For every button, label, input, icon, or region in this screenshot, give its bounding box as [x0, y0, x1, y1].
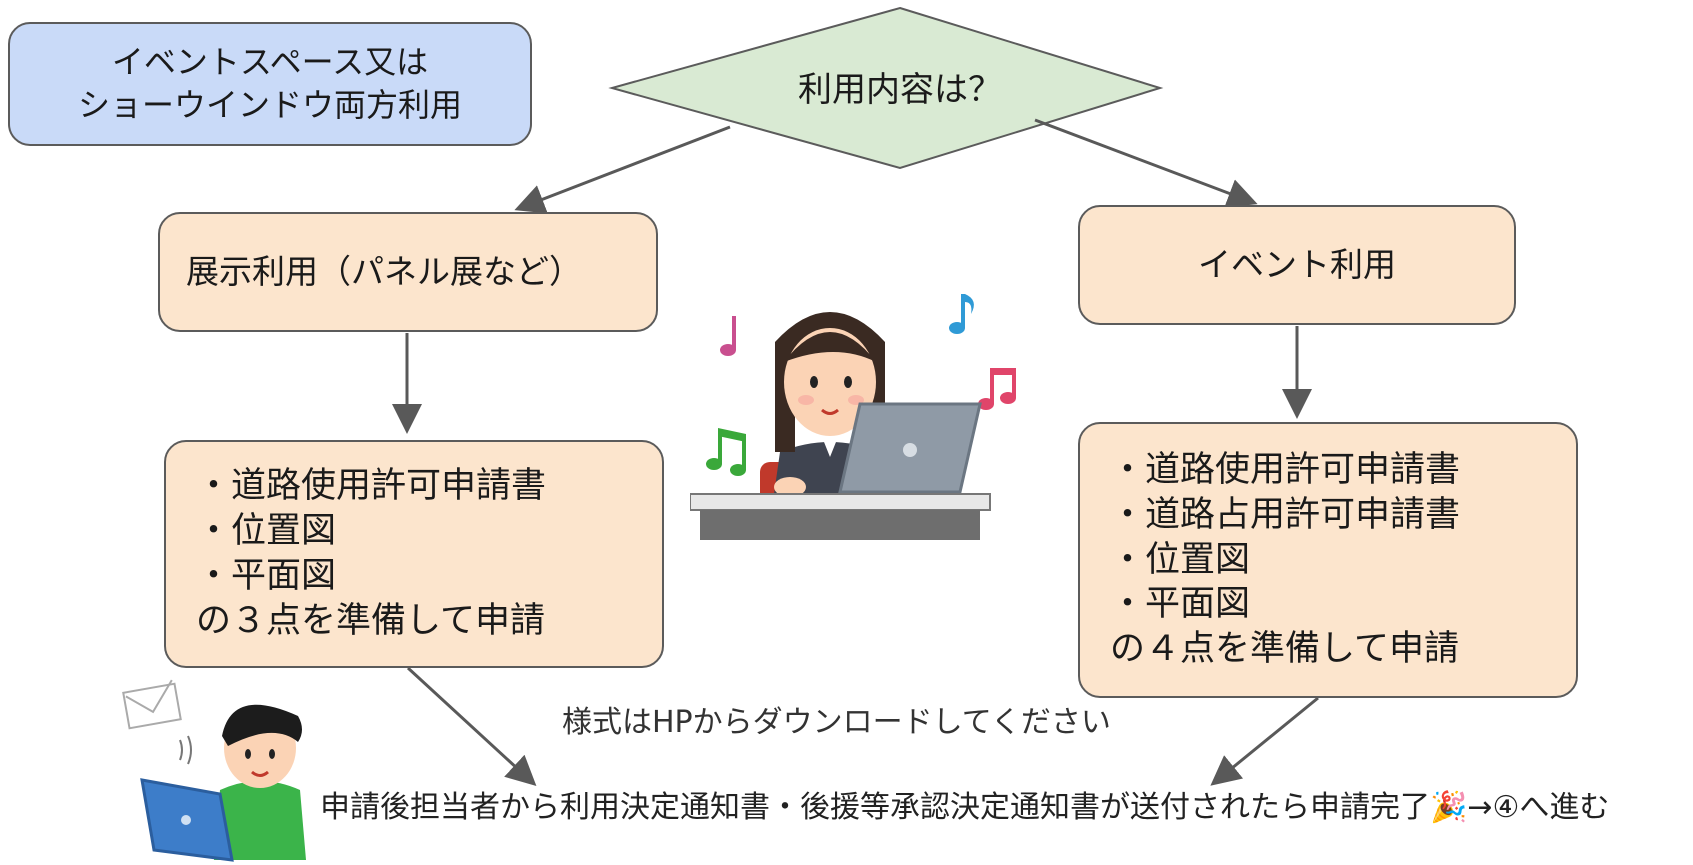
- title-line-2: ショーウインドウ両方利用: [77, 86, 462, 124]
- arrow-decision-to-left: [514, 125, 731, 214]
- branch-left-list-box: ・道路使用許可申請書 ・位置図 ・平面図 の３点を準備して申請: [164, 440, 664, 668]
- branch-right-box: イベント利用: [1078, 205, 1516, 325]
- list-item: ・平面図: [1110, 584, 1251, 625]
- list-item: ・道路使用許可申請書: [196, 466, 547, 507]
- woman-laptop-illustration: [690, 294, 1016, 540]
- list-item: ・道路占用許可申請書: [1110, 494, 1461, 535]
- branch-right-label: イベント利用: [1198, 244, 1396, 284]
- music-notes-icon: [706, 294, 1016, 476]
- list-item: の４点を準備して申請: [1110, 629, 1459, 670]
- list-item: の３点を準備して申請: [196, 600, 545, 641]
- title-box: イベントスペース又は ショーウインドウ両方利用: [8, 22, 532, 146]
- branch-right-list-box: ・道路使用許可申請書 ・道路占用許可申請書 ・位置図 ・平面図 の４点を準備して…: [1078, 422, 1578, 698]
- decision-diamond: [608, 6, 1164, 170]
- branch-left-list: ・道路使用許可申請書 ・位置図 ・平面図 の３点を準備して申請: [196, 464, 546, 643]
- list-item: ・位置図: [196, 511, 337, 552]
- decision-label: 利用内容は？: [798, 70, 1002, 110]
- title-line-1: イベントスペース又は: [111, 42, 429, 81]
- download-note: 様式はHPからダウンロードしてください: [562, 705, 1111, 740]
- list-item: ・平面図: [196, 556, 337, 596]
- branch-left-box: 展示利用（パネル展など）: [158, 212, 658, 332]
- branch-left-label: 展示利用（パネル展など）: [186, 251, 582, 291]
- mail-icon: [122, 679, 182, 730]
- list-item: ・道路使用許可申請書: [1110, 450, 1461, 490]
- arrow-right-to-completion: [1210, 696, 1319, 786]
- list-item: ・位置図: [1110, 539, 1251, 580]
- man-laptop-illustration: [122, 679, 306, 862]
- arrow-left-to-completion: [406, 666, 537, 787]
- branch-right-list: ・道路使用許可申請書 ・道路占用許可申請書 ・位置図 ・平面図 の４点を準備して…: [1110, 448, 1460, 672]
- arrow-decision-to-right: [1034, 118, 1258, 208]
- completion-text: 申請後担当者から利用決定通知書・後援等承認決定通知書が送付されたら申請完了🎉→④…: [320, 790, 1610, 825]
